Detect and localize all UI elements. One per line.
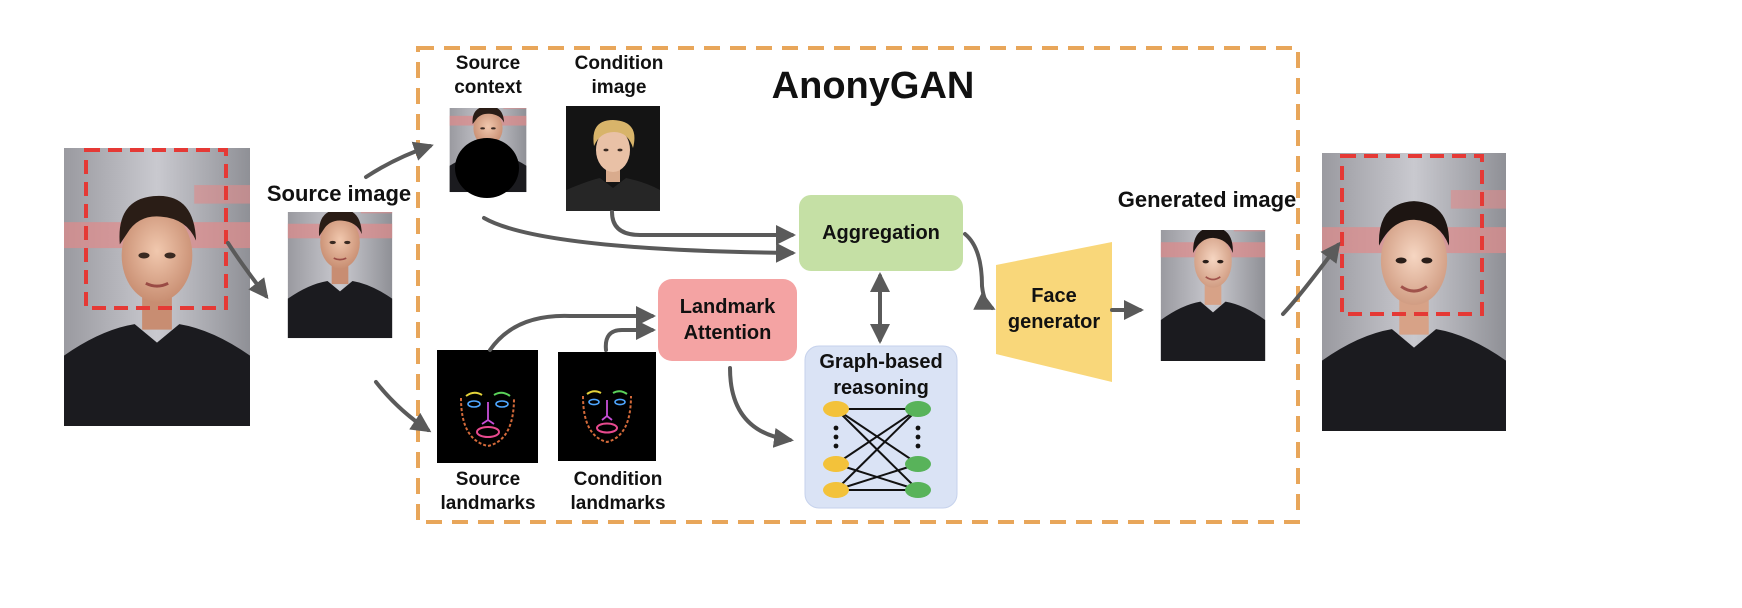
input-photo xyxy=(64,148,250,426)
flow-arrows xyxy=(226,141,1341,448)
source-context-photo xyxy=(450,88,527,198)
graph-ellipsis-dots xyxy=(833,425,921,449)
generated-image-crop xyxy=(1161,199,1265,361)
source-image-label: Source image xyxy=(266,181,412,206)
graph-reasoning-label: Graph-based reasoning xyxy=(819,351,943,399)
condition-landmarks-label: Condition landmarks xyxy=(570,469,666,515)
aggregation-label: Aggregation xyxy=(822,222,940,244)
generated-image-label: Generated image xyxy=(1117,187,1297,212)
anonygan-frame xyxy=(416,46,1300,524)
graph-edges xyxy=(835,408,919,491)
framework-title: AnonyGAN xyxy=(771,65,975,107)
generated-face-bbox xyxy=(1340,154,1484,316)
condition-image-label: Condition image xyxy=(574,53,664,99)
graph-right-nodes xyxy=(905,401,931,498)
condition-image-photo xyxy=(566,106,660,211)
source-face-bbox xyxy=(84,148,228,310)
aggregation-node: Aggregation xyxy=(799,195,963,271)
landmark-attention-node: Landmark Attention xyxy=(658,279,797,361)
condition-landmarks-image xyxy=(558,352,656,461)
source-context-label: Source context xyxy=(454,53,522,99)
source-landmarks-label: Source landmarks xyxy=(440,469,536,515)
source-landmarks-image xyxy=(437,350,538,463)
face-generator-shape xyxy=(996,242,1112,382)
graph-left-nodes xyxy=(823,401,849,498)
output-photo xyxy=(1322,153,1506,431)
landmark-attention-label: Landmark Attention xyxy=(679,296,776,344)
face-generator-label: Face generator xyxy=(1007,285,1101,333)
